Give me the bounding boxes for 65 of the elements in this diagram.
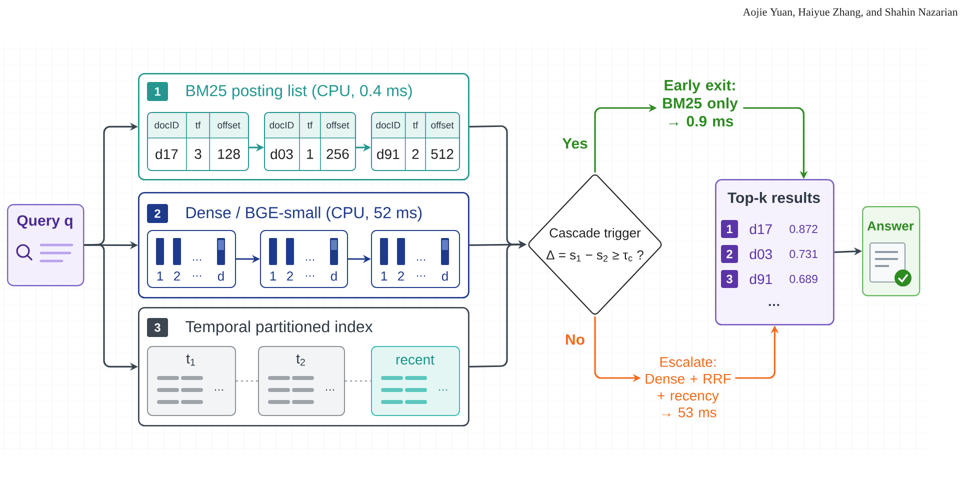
cell-value: d03 — [270, 148, 293, 160]
score: 0.731 — [790, 250, 818, 258]
cell-value: d91 — [377, 148, 400, 160]
dimension-index: d — [218, 271, 224, 281]
score: 0.872 — [790, 224, 818, 234]
dimension-index: d — [442, 271, 448, 281]
panel-title: Temporal partitioned index — [186, 320, 373, 336]
dimension-index: 1 — [381, 272, 387, 280]
column-header: offset — [326, 122, 350, 128]
panel-title: Top-k results — [728, 192, 820, 206]
dimension-index: 1 — [270, 272, 276, 280]
ellipsis: … — [326, 389, 334, 391]
dimension-index: 2 — [174, 271, 180, 281]
doc-id: d03 — [750, 248, 772, 260]
ellipsis: … — [439, 389, 447, 391]
column-header: docID — [154, 122, 179, 128]
edge-label: Yes — [562, 138, 588, 149]
outcome-note: Escalate: Dense + RRF + recency → 53 ms — [646, 356, 731, 418]
panel-title: Dense / BGE-small (CPU, 52 ms) — [186, 206, 422, 222]
score: 0.689 — [790, 274, 818, 284]
column-header: offset — [218, 122, 240, 128]
dimension-index: … — [193, 275, 201, 277]
cell-value: 512 — [431, 149, 454, 159]
number-badge: 3 — [147, 318, 168, 337]
dimension-index: 1 — [157, 272, 163, 280]
outcome-note: Early exit: BM25 only → 0.9 ms — [663, 80, 738, 126]
dimension-index: … — [417, 275, 425, 277]
dimension-index: … — [306, 275, 314, 277]
diamond-title: Cascade trigger — [550, 228, 641, 240]
ellipsis: … — [215, 389, 223, 391]
number-badge: 1 — [147, 82, 168, 101]
dimension-index: d — [330, 271, 337, 281]
ellipsis: … — [193, 259, 201, 261]
number-badge: 1 — [721, 220, 738, 238]
partition-label: t$_{2}$ — [296, 354, 305, 366]
cell-value: 2 — [412, 149, 419, 159]
column-header: offset — [431, 122, 454, 128]
ellipsis: … — [768, 304, 780, 306]
cell-value: 128 — [218, 149, 240, 159]
dimension-index: 2 — [287, 271, 293, 281]
number-badge: 3 — [721, 270, 738, 288]
ellipsis: … — [417, 259, 425, 261]
edge-label: No — [566, 334, 584, 345]
number-badge: 2 — [147, 204, 168, 223]
running-header: Aojie Yuan, Haiyue Zhang, and Shahin Nazarian — [742, 8, 958, 18]
panel-title: BM25 posting list (CPU, 0.4 ms) — [186, 84, 412, 100]
partition-label: recent — [396, 355, 434, 365]
number-badge: 2 — [721, 245, 738, 263]
ellipsis: … — [306, 259, 314, 261]
condition-formula: Δ = s$_{1}$ − s$_{2}$ ≥ τ$_{c}$ ? — [546, 250, 644, 262]
cell-value: d17 — [156, 148, 178, 160]
column-header: tf — [196, 122, 201, 128]
partition-label: t$_{1}$ — [186, 354, 195, 366]
column-header: docID — [270, 122, 294, 128]
doc-id: d17 — [750, 224, 772, 234]
dimension-index: 2 — [398, 271, 404, 281]
box-title: Answer — [867, 221, 914, 231]
doc-id: d91 — [750, 274, 772, 284]
cell-value: 3 — [194, 149, 202, 159]
cell-value: 1 — [307, 149, 314, 159]
column-header: tf — [307, 122, 313, 128]
cell-value: 256 — [326, 149, 349, 159]
column-header: docID — [376, 122, 400, 128]
column-header: tf — [412, 122, 418, 128]
box-title: Query q — [17, 215, 72, 229]
